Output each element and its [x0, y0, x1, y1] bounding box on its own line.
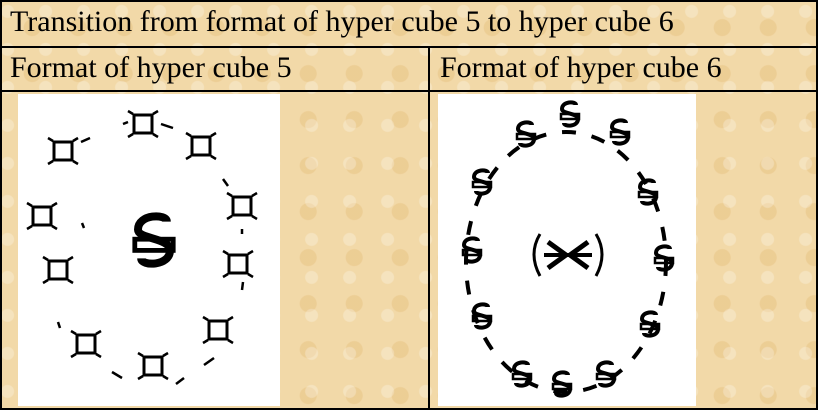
column-header-hypercube-6: Format of hyper cube 6 [440, 51, 722, 84]
square-node-icon [221, 249, 255, 279]
interlocked-s-node-icon [515, 120, 537, 148]
interlocked-s-node-icon [471, 168, 493, 196]
interlocked-s-node-icon [595, 360, 617, 388]
hypercube-6-diagram [461, 100, 675, 398]
square-node-icon [126, 109, 160, 139]
interlocked-s-node-icon [609, 118, 631, 146]
hypercube-5-diagram-panel [18, 94, 280, 406]
interlocked-s-node-icon [559, 100, 581, 128]
table-header-row: Format of hyper cube 5 Format of hyper c… [2, 48, 816, 92]
interlocked-s-center-icon [135, 216, 173, 263]
interlocked-s-node-icon [471, 302, 493, 330]
converging-arrows-center-icon [532, 233, 604, 277]
hypercube-5-ring-nodes [25, 109, 259, 381]
square-node-icon [201, 315, 235, 345]
interlocked-s-node-icon [637, 178, 659, 206]
interlocked-s-node-icon [511, 360, 533, 388]
square-node-icon [184, 131, 218, 161]
square-node-icon [25, 201, 59, 231]
hypercube-6-ring-nodes [461, 100, 675, 398]
column-header-hypercube-5: Format of hyper cube 5 [10, 51, 292, 84]
square-node-icon [46, 136, 80, 166]
square-node-icon [41, 255, 75, 285]
square-node-icon [69, 329, 103, 359]
column-divider [428, 48, 430, 408]
hypercube-5-diagram [25, 109, 259, 385]
square-node-icon [136, 351, 170, 381]
square-node-icon [225, 191, 259, 221]
hypercube-6-diagram-panel [438, 94, 696, 406]
table-title-row: Transition from format of hyper cube 5 t… [2, 2, 816, 48]
table-title: Transition from format of hyper cube 5 t… [10, 5, 674, 38]
hypercube-6-ring [464, 130, 668, 394]
hypercube-5-ring-connectors [56, 120, 245, 385]
